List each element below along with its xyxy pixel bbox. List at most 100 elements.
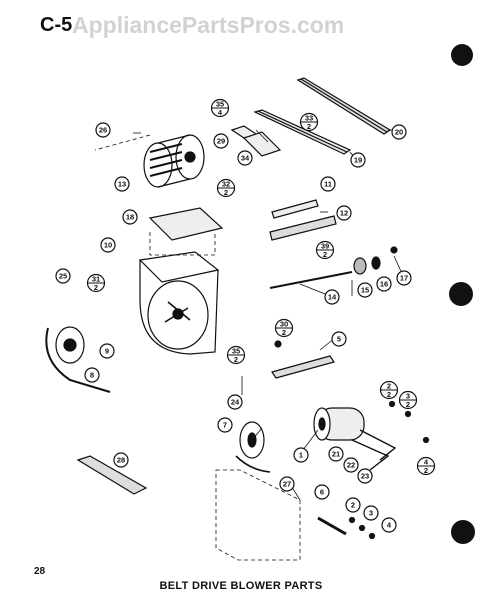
svg-text:12: 12 — [340, 209, 348, 218]
binder-hole-top — [451, 44, 473, 66]
callout-27: 27 — [279, 476, 295, 492]
svg-text:31: 31 — [92, 275, 100, 284]
belt-8 — [45, 327, 111, 393]
fraction-callout-4-2: 42 — [416, 456, 436, 476]
svg-text:18: 18 — [126, 213, 134, 222]
svg-text:14: 14 — [328, 293, 337, 302]
svg-text:11: 11 — [324, 180, 332, 189]
svg-text:10: 10 — [104, 241, 112, 250]
svg-text:25: 25 — [59, 272, 67, 281]
callout-10: 10 — [100, 237, 116, 253]
fraction-callout-35-2: 352 — [226, 345, 246, 365]
svg-text:2: 2 — [424, 466, 428, 475]
svg-text:20: 20 — [395, 128, 403, 137]
callout-25: 25 — [55, 268, 71, 284]
svg-text:1: 1 — [299, 451, 303, 460]
bearing-15 — [353, 257, 367, 275]
fraction-callout-35-4: 354 — [210, 98, 230, 118]
svg-text:24: 24 — [231, 398, 240, 407]
callout-7: 7 — [217, 417, 233, 433]
callout-21: 21 — [328, 446, 344, 462]
svg-text:8: 8 — [90, 371, 94, 380]
svg-text:21: 21 — [332, 450, 340, 459]
svg-text:19: 19 — [354, 156, 362, 165]
svg-text:29: 29 — [217, 137, 225, 146]
callout-3: 3 — [363, 505, 379, 521]
svg-text:2: 2 — [323, 250, 327, 259]
svg-text:17: 17 — [400, 274, 408, 283]
callout-14: 14 — [324, 289, 340, 305]
svg-text:28: 28 — [117, 456, 125, 465]
svg-text:2: 2 — [224, 188, 228, 197]
callout-18: 18 — [122, 209, 138, 225]
pulley-9 — [55, 326, 85, 364]
bracket-5 — [271, 340, 335, 379]
bar-11 — [271, 199, 319, 219]
svg-text:22: 22 — [347, 461, 355, 470]
svg-text:6: 6 — [320, 488, 324, 497]
rail-19 — [253, 109, 352, 155]
svg-text:4: 4 — [218, 108, 223, 117]
fraction-callout-30-2: 302 — [274, 318, 294, 338]
panel-27 — [215, 469, 301, 561]
callout-16: 16 — [376, 276, 392, 292]
callout-20: 20 — [391, 124, 407, 140]
svg-text:2: 2 — [387, 382, 391, 391]
collar-16 — [371, 256, 381, 270]
diagram-caption: BELT DRIVE BLOWER PARTS — [159, 580, 323, 592]
svg-text:2: 2 — [307, 122, 311, 131]
svg-text:4: 4 — [424, 458, 429, 467]
callout-12: 12 — [336, 205, 352, 221]
callout-6: 6 — [314, 484, 330, 500]
fraction-callout-3-2: 32 — [398, 390, 418, 410]
svg-text:9: 9 — [105, 347, 109, 356]
blower-housing-10 — [138, 251, 220, 355]
callout-17: 17 — [396, 270, 412, 286]
svg-text:34: 34 — [241, 154, 250, 163]
fraction-callout-33-2: 332 — [299, 112, 319, 132]
callout-24: 24 — [227, 394, 243, 410]
svg-text:2: 2 — [94, 283, 98, 292]
svg-text:27: 27 — [283, 480, 291, 489]
callout-11: 11 — [320, 176, 336, 192]
svg-text:26: 26 — [99, 126, 107, 135]
panel-28 — [76, 455, 148, 495]
screw-17 — [390, 246, 398, 254]
callout-1: 1 — [293, 447, 309, 463]
binder-hole-bottom — [451, 520, 475, 544]
callout-5: 5 — [331, 331, 347, 347]
svg-text:3: 3 — [369, 509, 373, 518]
callout-34: 34 — [237, 150, 253, 166]
fraction-callout-2-2: 22 — [379, 380, 399, 400]
svg-text:32: 32 — [222, 180, 230, 189]
svg-text:2: 2 — [387, 390, 391, 399]
callout-2: 2 — [345, 497, 361, 513]
callout-13: 13 — [114, 176, 130, 192]
svg-text:15: 15 — [361, 286, 369, 295]
fraction-callout-39-2: 392 — [315, 240, 335, 260]
callout-15: 15 — [357, 282, 373, 298]
callout-26: 26 — [95, 122, 111, 138]
svg-text:30: 30 — [280, 320, 288, 329]
callout-28: 28 — [113, 452, 129, 468]
svg-text:4: 4 — [387, 521, 392, 530]
diagram-code: C-5 — [40, 14, 73, 36]
hardware-stack — [317, 400, 430, 540]
callout-4: 4 — [381, 517, 397, 533]
svg-text:13: 13 — [118, 180, 126, 189]
blower-wheel-13 — [143, 134, 205, 188]
motor-1 — [313, 407, 397, 471]
svg-text:7: 7 — [223, 421, 227, 430]
svg-text:39: 39 — [321, 242, 329, 251]
motor-pulley-7 — [235, 421, 271, 473]
binder-hole-middle — [449, 282, 473, 306]
svg-text:2: 2 — [406, 400, 410, 409]
svg-text:23: 23 — [361, 472, 369, 481]
shaft-14 — [269, 271, 353, 289]
bracket-34 — [242, 131, 282, 157]
callout-22: 22 — [343, 457, 359, 473]
callout-19: 19 — [350, 152, 366, 168]
